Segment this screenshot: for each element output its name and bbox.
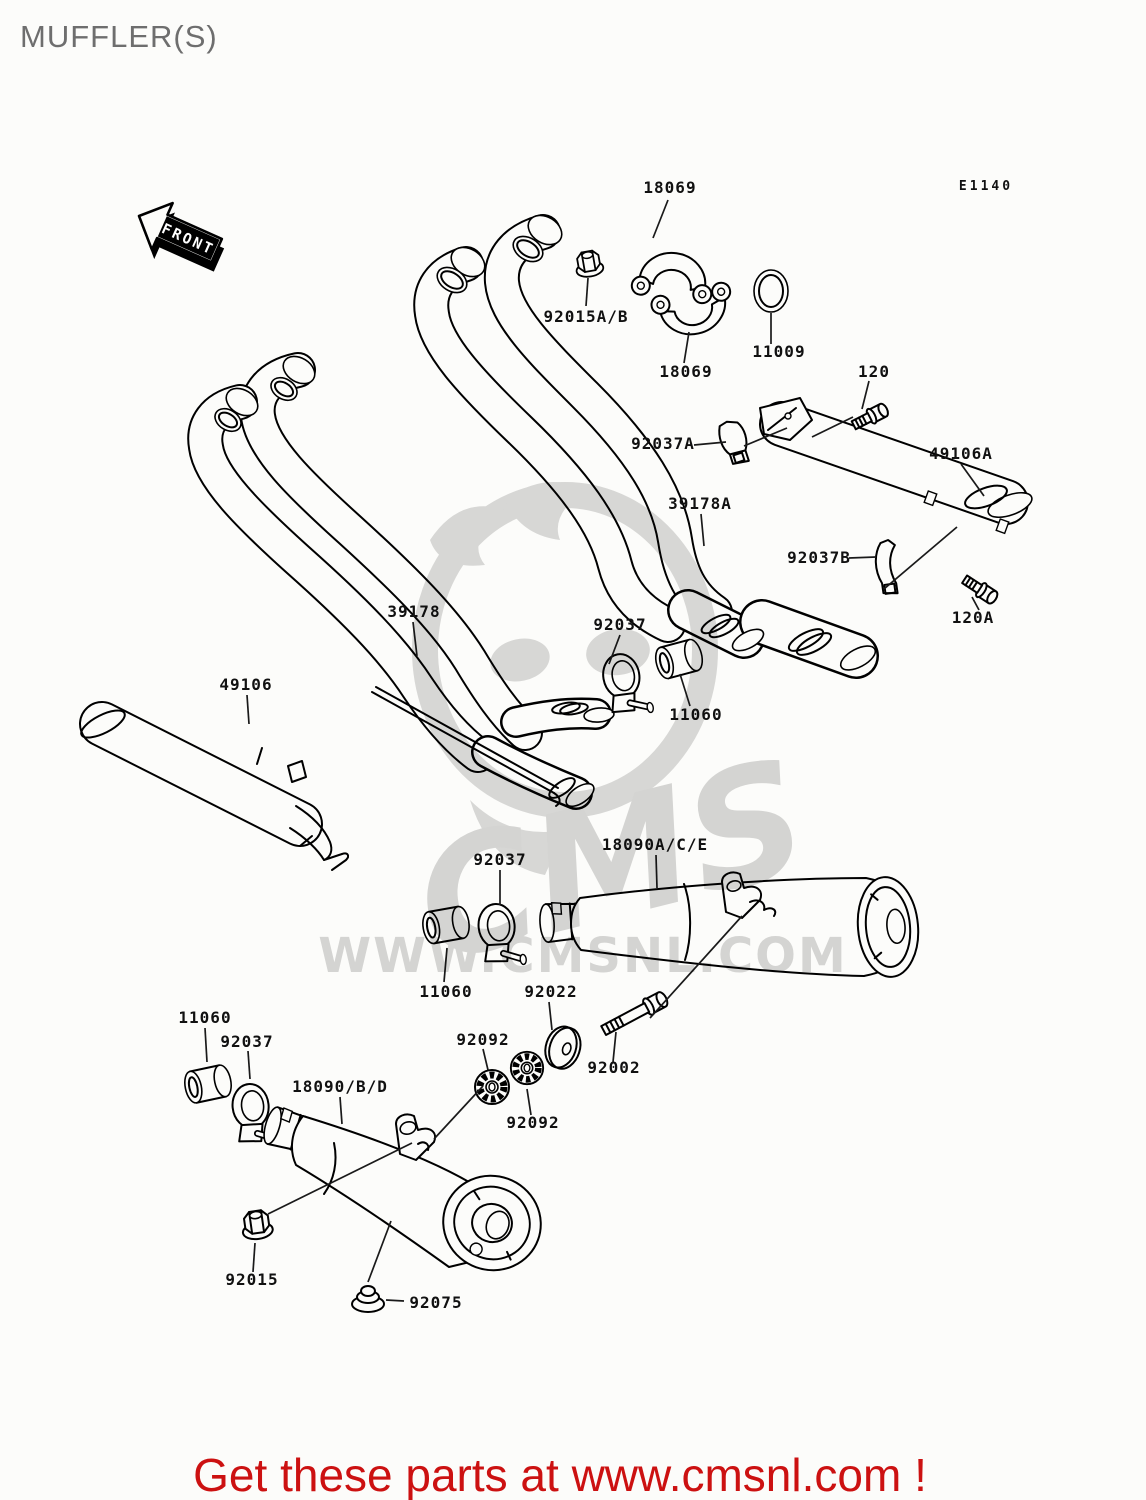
heat-shield-49106A [759, 397, 1033, 535]
label-18090bd: 18090/B/D [292, 1077, 388, 1096]
label-92092-1: 92092 [456, 1030, 509, 1049]
label-92037b: 92037B [787, 548, 851, 567]
washer-92022 [544, 1025, 582, 1070]
label-18069-upper: 18069 [643, 178, 696, 197]
bolt-120 [849, 400, 892, 434]
damper-92075 [351, 1285, 385, 1313]
label-92075: 92075 [409, 1293, 462, 1312]
leader-lines [204, 199, 985, 1302]
clamp-92037a [718, 420, 750, 465]
label-92022: 92022 [524, 982, 577, 1001]
label-18090ace: 18090A/C/E [602, 835, 708, 854]
cmsnl-banner-link[interactable]: Get these parts at www.cmsnl.com ! [193, 1449, 927, 1500]
label-92037-3: 92037 [220, 1032, 273, 1051]
clamp-92037b [874, 538, 899, 595]
cms-watermark: CMS WWW.CMSNL.COM [318, 482, 848, 999]
label-92037a: 92037A [631, 434, 695, 453]
label-92015ab: 92015A/B [543, 307, 628, 326]
label-92037-mid: 92037 [593, 615, 646, 634]
front-arrow: FRONT [137, 201, 225, 272]
label-18069-lower: 18069 [659, 362, 712, 381]
label-120a: 120A [952, 608, 995, 627]
collar-11060-3 [181, 1062, 235, 1106]
watermark-url: WWW.CMSNL.COM [318, 928, 848, 984]
diagram-code: E1140 [959, 179, 1013, 194]
label-120: 120 [858, 362, 890, 381]
grommet-92092-1 [475, 1070, 509, 1104]
label-92092-2: 92092 [506, 1113, 559, 1132]
label-11009: 11009 [752, 342, 805, 361]
heat-shield-49106 [79, 701, 350, 871]
muffler-upper-18090ace [539, 871, 920, 978]
label-11060-2: 11060 [419, 982, 472, 1001]
bolt-92002 [598, 988, 672, 1040]
label-49106: 49106 [219, 675, 272, 694]
header-pipe-front-39178 [187, 352, 615, 810]
label-39178a: 39178A [668, 494, 732, 513]
pipe-holder-18069-upper [630, 251, 713, 305]
muffler-lower-18090bd [263, 1106, 542, 1272]
label-92015: 92015 [225, 1270, 278, 1289]
page-title: MUFFLER(S) [20, 19, 218, 54]
nut-92015ab [572, 248, 606, 280]
label-11060-3: 11060 [178, 1008, 231, 1027]
pipe-holder-18069-lower [650, 281, 732, 336]
part-labels: 18069 92015A/B 18069 11009 120 92037A 49… [178, 178, 995, 1312]
gasket-11009 [753, 269, 789, 313]
grommet-92092-2 [511, 1052, 543, 1084]
label-49106a: 49106A [929, 444, 993, 463]
bolt-120a [959, 571, 1001, 608]
label-92002: 92002 [587, 1058, 640, 1077]
